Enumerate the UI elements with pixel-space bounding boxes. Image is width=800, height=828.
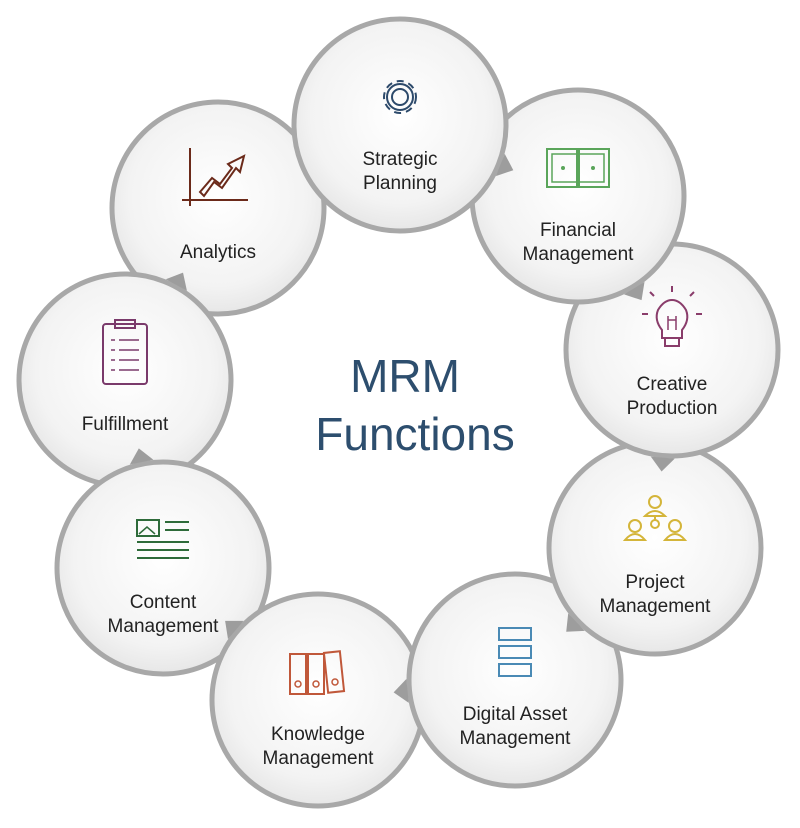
node-content: Content Management [54,448,272,677]
node-label-line-2: Planning [363,173,437,194]
node-label-line-1: Financial [540,220,616,241]
flow-arrow-icon [393,678,409,703]
node-money: Financial Management [469,87,687,305]
flow-arrow-icon [495,153,514,177]
money-icon [546,148,610,188]
node-gear: Strategic Planning [291,16,514,234]
flow-arrow-icon [225,620,244,640]
node-label-line-2: Management [108,616,220,637]
node-label-line-2: Management [263,748,375,769]
server-icon [498,627,532,677]
node-label-line-1: Content [130,592,197,613]
flow-arrow-icon [650,456,675,472]
clipboard-icon [102,319,148,385]
node-label-line-2: Management [600,596,712,617]
flow-arrow-icon [624,281,645,301]
node-label-line-1: Project [625,572,685,593]
gear-icon [383,80,417,114]
title-line-2: Functions [315,408,514,460]
node-label-line-1: Analytics [180,242,256,263]
node-growth-chart: Analytics [109,99,330,317]
flow-arrow-icon [129,448,154,465]
growth-chart-icon [182,148,248,206]
node-label-line-1: Digital Asset [463,704,568,725]
node-label-line-1: Fulfillment [82,414,169,435]
flow-arrow-icon [165,272,187,291]
lightbulb-icon [642,286,702,347]
node-label-line-2: Management [460,728,572,749]
node-label-line-2: Management [523,244,635,265]
node-label-line-1: Creative [637,374,708,395]
binders-icon [289,650,346,695]
title-line-1: MRM [350,350,460,402]
node-label-line-1: Knowledge [271,724,365,745]
node-clipboard: Fulfillment [16,271,234,489]
node-label-line-1: Strategic [363,149,438,170]
node-label-line-2: Production [627,398,718,419]
flow-arrow-icon [566,613,585,632]
team-icon [622,495,688,541]
node-binders: Knowledge Management [209,591,427,809]
node-team: Project Management [546,439,764,657]
content-icon [136,519,189,559]
